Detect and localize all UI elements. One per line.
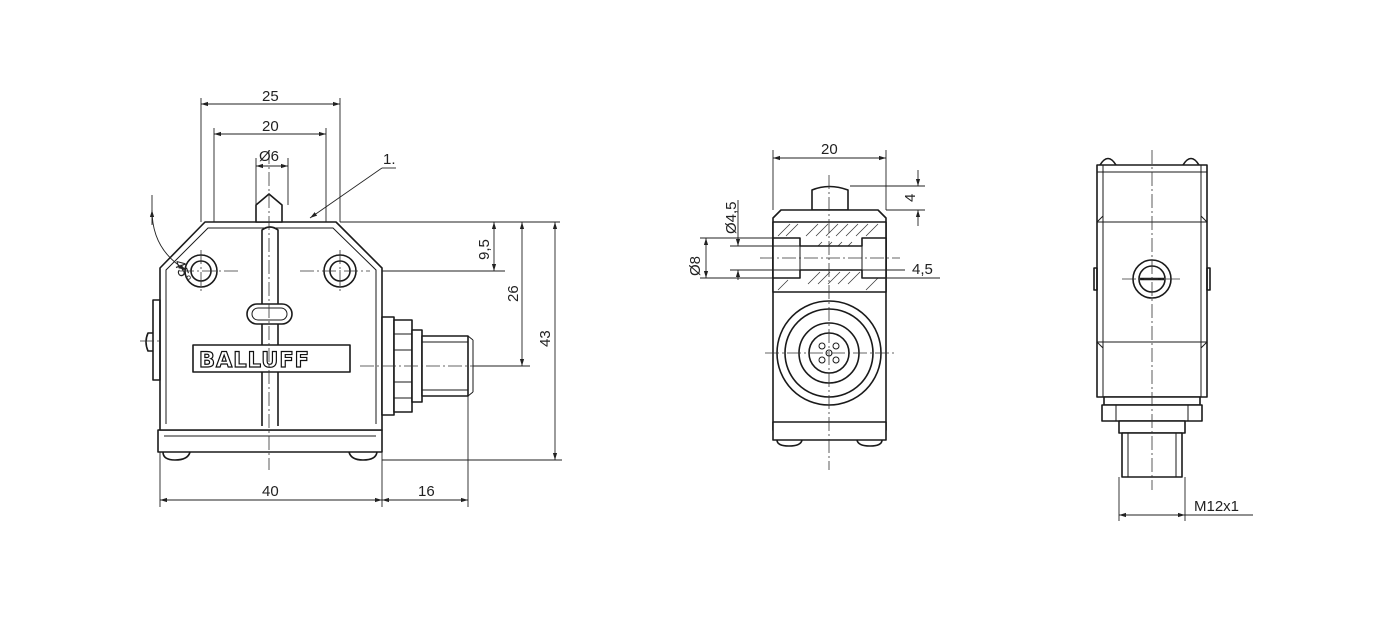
dim-diameter-8: Ø8 [687,256,704,276]
front-view: BALLUFF [140,150,480,470]
side-view [760,175,900,470]
brand-logo: BALLUFF [199,348,310,372]
callout-1: 1. [383,151,396,168]
front-dimensions: 25 20 Ø6 1. 45° 9,5 26 43 [149,88,562,507]
dim-thread-m12: M12x1 [1194,498,1239,515]
end-view [1093,150,1211,490]
dim-diameter-4-5: Ø4,5 [723,201,740,234]
dim-26: 26 [505,285,522,302]
dim-angle-45: 45° [170,258,194,285]
dim-diameter-6: Ø6 [259,148,279,165]
dim-16: 16 [418,483,435,500]
dim-25: 25 [262,88,279,105]
dim-20-front: 20 [262,118,279,135]
dim-20-side: 20 [821,141,838,158]
end-dimensions: M12x1 [1118,477,1253,521]
dim-4: 4 [902,194,919,202]
dim-43: 43 [537,330,554,347]
dim-9-5: 9,5 [476,239,493,260]
side-dimensions: 20 4 Ø4,5 Ø8 4,5 [687,141,940,280]
dim-40: 40 [262,483,279,500]
dim-4-5: 4,5 [912,261,933,278]
